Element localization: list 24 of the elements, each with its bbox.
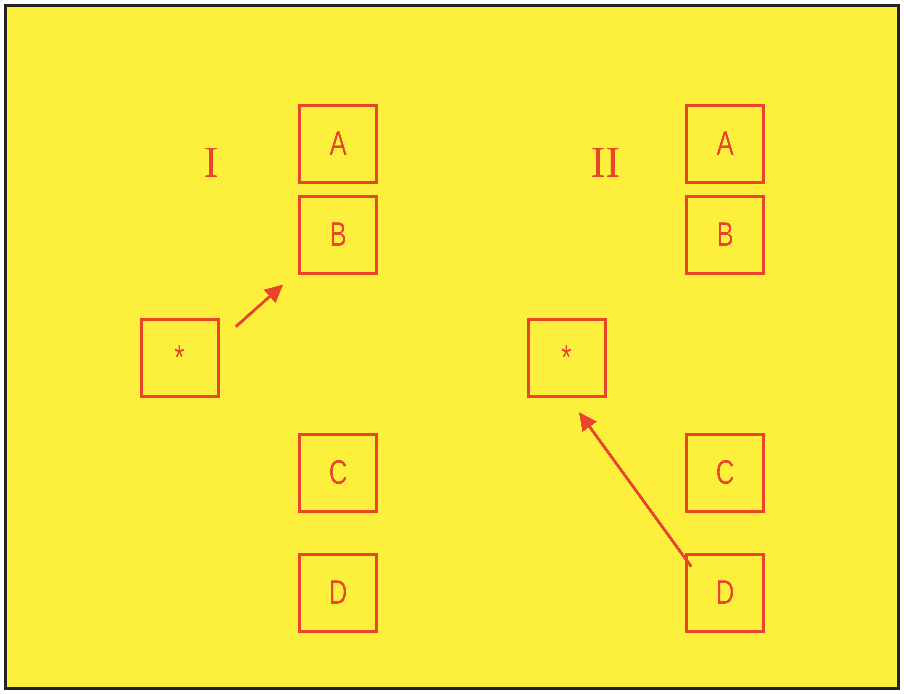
box-label: A: [716, 124, 734, 164]
letter-box: [298, 104, 378, 184]
box-label: C: [716, 454, 734, 492]
letter-box: [685, 553, 765, 633]
letter-box: [527, 318, 607, 398]
letter-box: [685, 104, 765, 184]
letter-box: [298, 433, 378, 513]
box-label: A: [330, 124, 346, 164]
box-label: B: [716, 216, 734, 254]
box-label: D: [716, 574, 734, 612]
box-label: *: [562, 338, 572, 378]
arrow: [579, 412, 693, 568]
letter-box: [298, 195, 378, 275]
arrow: [235, 284, 284, 328]
letter-box: [685, 195, 765, 275]
letter-box: [140, 318, 220, 398]
letter-box: [685, 433, 765, 513]
box-label: D: [328, 574, 348, 612]
roman-numeral: I: [204, 137, 219, 188]
box-label: *: [175, 338, 185, 378]
roman-numeral: II: [591, 137, 620, 188]
letter-box: [298, 553, 378, 633]
box-label: B: [330, 216, 346, 254]
box-label: C: [328, 454, 348, 492]
